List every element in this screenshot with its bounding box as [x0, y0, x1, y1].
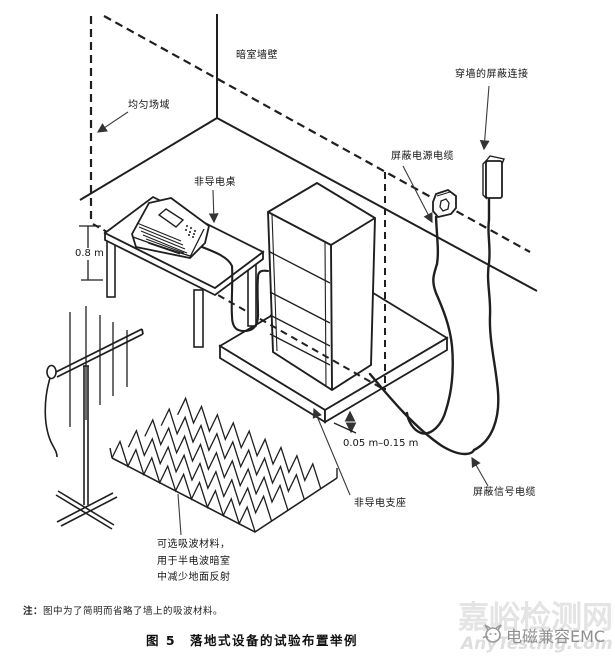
chamber-wall-lines — [79, 14, 538, 292]
label-nonconductive-support: 非导电支座 — [354, 498, 407, 509]
dimension-support-gap — [333, 410, 357, 434]
uniform-field-boundary — [89, 15, 531, 253]
dimension-label-support-gap: 0.05 m–0.15 m — [342, 438, 420, 450]
label-absorber-line1: 可选吸波材料， — [157, 539, 231, 550]
watermark-site-name: 嘉峪检测网 — [458, 600, 613, 636]
wall-feedthrough-box — [482, 155, 505, 221]
uniform-field-boundary-front — [92, 172, 386, 391]
terminal-device — [131, 197, 270, 333]
note-prefix: 注： — [23, 606, 44, 617]
label-chamber-wall: 暗室墙壁 — [236, 50, 278, 61]
label-shielded-power-cable: 屏蔽电源电缆 — [391, 151, 454, 162]
label-nonconductive-table: 非导电桌 — [194, 177, 236, 188]
dimension-label-table-height: 0.8 m — [74, 248, 105, 260]
watermark-brand: 电磁兼容EMC — [506, 627, 606, 646]
shielded-power-cable-path — [405, 215, 454, 435]
antenna-boom — [55, 328, 144, 378]
antenna-cable — [44, 377, 58, 458]
label-uniform-field: 均匀场域 — [128, 100, 170, 111]
cables — [368, 197, 500, 456]
mascot-icon — [478, 620, 506, 652]
label-shielded-signal-cable: 屏蔽信号电缆 — [473, 487, 536, 498]
antenna-feed — [46, 364, 57, 380]
label-absorber-line2: 用于半电波暗室 — [157, 556, 231, 567]
keyboard-lines — [136, 222, 188, 255]
figure-note: 注：图中为了简明而省略了墙上的吸波材料。 — [23, 603, 223, 617]
antenna-mast — [83, 365, 89, 505]
equipment-cabinet — [267, 181, 376, 392]
antenna — [44, 306, 144, 530]
note-text: 图中为了简明而省略了墙上的吸波材料。 — [43, 606, 224, 617]
label-absorber-line3: 中减少地面反射 — [157, 572, 231, 583]
device-cable-path — [200, 245, 270, 333]
shielded-signal-cable-path — [368, 197, 500, 456]
antenna-base — [55, 490, 118, 530]
power-plug — [432, 188, 457, 219]
leader-lines — [96, 85, 490, 536]
label-through-wall-shield: 穿墙的屏蔽连接 — [455, 69, 529, 80]
keypad-dots — [185, 225, 196, 238]
absorber-block — [109, 396, 340, 534]
figure-caption: 图 5 落地式设备的试验布置举例 — [145, 633, 359, 648]
